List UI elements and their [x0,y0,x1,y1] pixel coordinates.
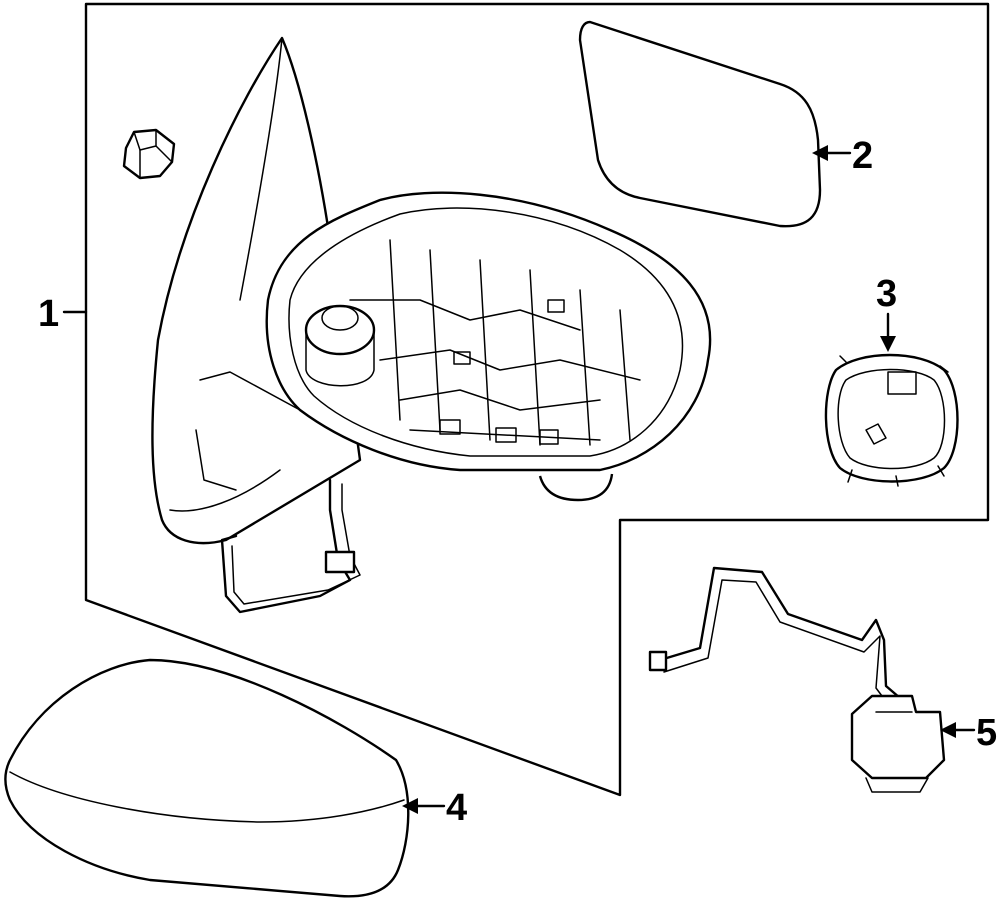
mirror-cover [4,658,410,898]
wiring-harness [648,566,946,793]
callout-1[interactable]: 1 [38,293,88,335]
callout-3[interactable]: 3 [876,273,897,352]
callout-2[interactable]: 2 [812,135,873,177]
mirror-actuator [824,353,959,487]
callout-1-number: 1 [38,293,59,335]
assembly-frame [84,2,990,797]
callout-4[interactable]: 4 [402,787,467,829]
mounting-clip [122,128,176,180]
callout-3-number: 3 [876,273,897,315]
callout-5[interactable]: 5 [940,712,997,754]
mirror-housing [265,191,712,502]
callout-5-number: 5 [976,712,997,754]
callout-2-number: 2 [852,135,873,177]
callout-5-arrow [940,722,956,738]
callout-4-number: 4 [446,787,467,829]
mirror-glass [578,20,822,228]
callout-3-arrow [880,336,896,352]
base-wiring [220,478,361,614]
callout-2-arrow [812,145,828,161]
callout-4-arrow [402,798,418,814]
